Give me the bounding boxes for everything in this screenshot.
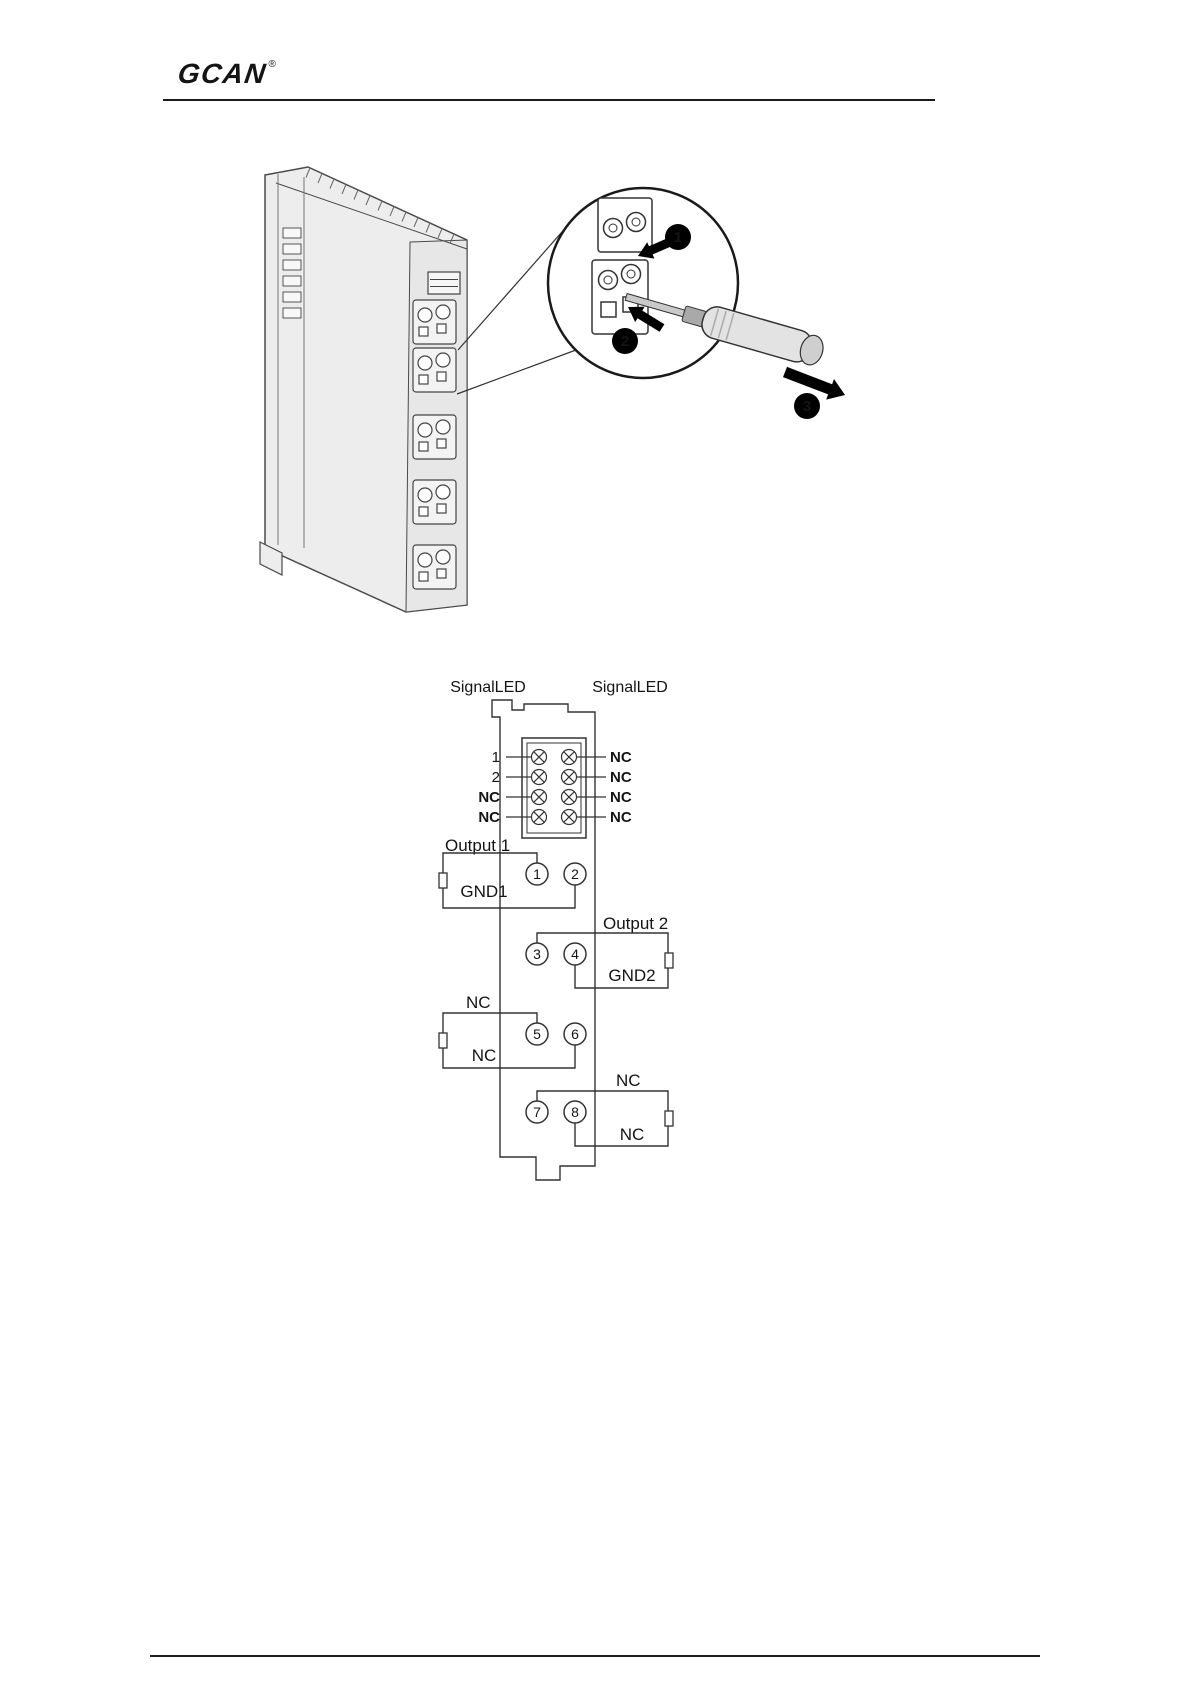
led-label-left-2: 2 [492,769,500,786]
led-label-right-4: NC [610,809,632,826]
step1-arrow-icon [638,237,672,259]
group4-title: NC [616,1071,641,1090]
group3-title: NC [466,993,491,1012]
group4-wiring-box [536,1090,669,1147]
group3-wiring-box [442,1012,576,1069]
terminal-group-output2: Output 2 GND2 3 4 [525,914,674,989]
group2-title: Output 2 [603,914,668,933]
pin-circle-1 [525,862,549,886]
pin-number-1: 1 [533,866,541,882]
screwdriver-grip-lines [710,308,735,341]
group2-box-label: GND2 [608,966,655,985]
pin-circle-3 [525,942,549,966]
step-badges: 1 2 3 [612,224,820,419]
signal-led-label-right: SignalLED [592,679,668,696]
label-window [427,271,461,295]
screwdriver-handle [701,306,813,363]
led-label-left-4: NC [478,809,500,826]
group4-box-label: NC [620,1125,645,1144]
step1-badge [665,224,691,250]
pin-number-3: 3 [533,946,541,962]
pin-circle-7 [525,1100,549,1124]
terminal-group-nc-right: NC NC 7 8 [525,1071,674,1147]
pin-number-8: 8 [571,1104,579,1120]
group1-contact-stub [438,872,448,889]
registered-trademark-icon: ® [268,59,276,70]
group1-box-label: GND1 [460,882,507,901]
pin-circle-2 [563,862,587,886]
module-top-edge-line [275,182,468,250]
module-front-outline [491,699,596,1181]
pin-number-5: 5 [533,1026,541,1042]
pin-circle-5 [525,1022,549,1046]
header-rule [163,99,935,101]
step2-arrow-icon [628,306,665,332]
step3-arrow-icon [783,366,845,400]
terminal-group-nc-left: NC NC 5 6 [438,993,587,1069]
step3-badge [794,393,820,419]
magnifier-leader-lines [456,215,577,395]
step1-number: 1 [674,229,682,246]
led-label-left-1: 1 [492,749,500,766]
led-leader-lines [506,756,606,818]
group3-contact-stub [438,1032,448,1049]
vent-slots [282,227,302,319]
group1-title: Output 1 [445,836,510,855]
pin-number-7: 7 [533,1104,541,1120]
gcan-logo: GCAN® [175,58,276,90]
screwdriver-cap [799,334,824,366]
group2-contact-stub [664,952,674,969]
step-arrows [628,237,845,400]
led-label-right-1: NC [610,749,632,766]
step3-number: 3 [803,398,811,415]
terminal-block-1 [412,299,457,345]
led-label-right-3: NC [610,789,632,806]
step2-number: 2 [621,333,629,350]
led-matrix [521,737,587,839]
installation-figure: 1 2 3 [259,166,845,613]
terminal-block-3 [412,414,457,460]
group3-box-label: NC [472,1046,497,1065]
din-rail-profile-lines [277,174,305,548]
terminal-module-drawing [259,166,468,613]
signal-led-label-left: SignalLED [450,679,526,696]
pinout-figure: SignalLED SignalLED 1 2 NC NC NC [438,679,674,1181]
pin-circle-4 [563,942,587,966]
pin-number-6: 6 [571,1026,579,1042]
screwdriver [624,292,824,366]
terminal-block-2 [412,347,457,393]
footer-rule [150,1655,1040,1657]
terminal-group-output1: Output 1 GND1 1 2 [438,836,587,909]
terminal-block-4 [412,479,457,525]
terminal-block-5 [412,544,457,590]
led-label-left-3: NC [478,789,500,806]
logo-text: GCAN [175,58,269,89]
pin-circle-6 [563,1022,587,1046]
pin-circle-8 [563,1100,587,1124]
led-indicators [530,748,578,826]
group4-contact-stub [664,1110,674,1127]
mounting-foot-tab [259,541,283,576]
module-top-hatching [305,167,455,244]
pin-number-2: 2 [571,866,579,882]
step2-badge [612,328,638,354]
pin-number-4: 4 [571,946,579,962]
led-label-right-2: NC [610,769,632,786]
